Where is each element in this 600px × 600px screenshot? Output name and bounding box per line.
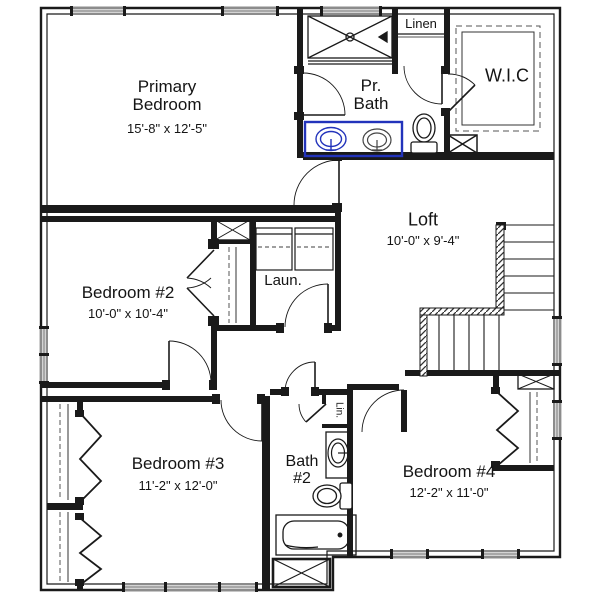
bath2-label: Bath#2 xyxy=(285,453,319,487)
window xyxy=(320,6,382,16)
door-arcs xyxy=(168,65,476,442)
dryer xyxy=(294,227,334,271)
laundry-appliances xyxy=(255,227,334,271)
door-leaves xyxy=(168,66,476,441)
wic-shelving xyxy=(455,25,541,132)
shower xyxy=(307,15,393,65)
window xyxy=(552,316,562,366)
pr-bath-label: Pr.Bath xyxy=(353,76,389,113)
sink xyxy=(362,128,392,152)
window xyxy=(70,6,126,16)
mechanical-chase xyxy=(271,557,332,589)
sink xyxy=(327,438,349,468)
wic-label: W.I.C xyxy=(485,65,529,86)
bedroom4-dims: 12'-2" x 11'-0" xyxy=(409,485,489,501)
bedroom2-dims: 10'-0" x 10'-4" xyxy=(88,306,168,322)
sink-cabinet xyxy=(325,431,353,479)
chase-box xyxy=(447,134,478,154)
bedroom4-label: Bedroom #4 xyxy=(402,462,496,482)
laundry-label: Laun. xyxy=(264,272,302,290)
window xyxy=(552,400,562,440)
window xyxy=(122,582,258,592)
bedroom4-closet xyxy=(495,373,555,467)
bedroom3-label: Bedroom #3 xyxy=(131,454,225,474)
windows xyxy=(39,6,562,592)
primary-bedroom-dims: 15'-8" x 12'-5" xyxy=(127,121,207,137)
stairs xyxy=(419,224,554,377)
toilet xyxy=(410,113,438,154)
sink-selected xyxy=(315,126,347,152)
vanity xyxy=(303,120,404,158)
bedroom2-label: Bedroom #2 xyxy=(81,283,175,303)
bedroom3-closets xyxy=(59,404,103,586)
linen-shelf xyxy=(398,33,444,38)
window xyxy=(481,549,520,559)
doors xyxy=(168,65,476,442)
loft-label: Loft xyxy=(407,209,439,230)
window xyxy=(390,549,429,559)
bedroom2-closet xyxy=(186,219,251,323)
bedroom3-dims: 11'-2" x 12'-0" xyxy=(138,478,218,494)
window xyxy=(39,326,49,384)
exterior-walls xyxy=(39,6,562,592)
bathtub xyxy=(275,514,357,556)
loft-dims: 10'-0" x 9'-4" xyxy=(386,233,460,249)
window xyxy=(221,6,279,16)
lin-closet-label: Lin. xyxy=(333,401,345,419)
washer xyxy=(255,227,293,271)
linen-label: Linen xyxy=(405,16,437,32)
bath2-fixtures xyxy=(275,431,357,556)
toilet xyxy=(312,482,353,510)
